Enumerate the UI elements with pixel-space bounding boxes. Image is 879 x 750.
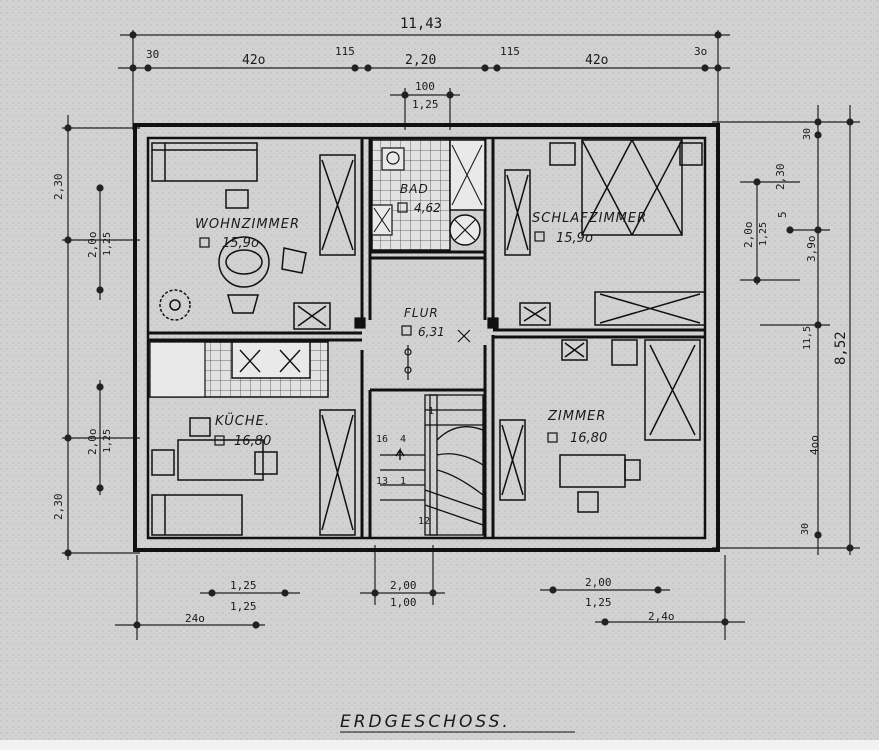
right-dimension-chain [712, 105, 860, 555]
room-area-bad: 4,62 [414, 201, 441, 215]
dim-bottom-mid-upper: 2,00 [390, 579, 417, 592]
room-name-bad: BAD [400, 182, 429, 196]
dim-bottom-left-lower: 1,25 [230, 600, 257, 613]
dim-left-5: 1,25 [102, 429, 113, 453]
overall-depth-label: 8,52 [833, 331, 849, 365]
dim-top-4: 2,20 [405, 53, 436, 68]
dim-right-4: 1,25 [758, 222, 769, 246]
dim-right-7: 11,5 [802, 326, 813, 350]
toilet [381, 147, 405, 171]
dim-top-3: 115 [335, 45, 355, 58]
dim-right-1: 30 [802, 128, 813, 140]
stair-step-c: 4 [400, 434, 406, 445]
stair-step-numbers: 1 16 4 13 1 12 [376, 406, 434, 527]
dim-right-5: 5 [776, 211, 789, 218]
room-name-schlafzimmer: SCHLAFZIMMER [532, 211, 647, 226]
kitchen-furniture [151, 409, 356, 536]
stair-step-b: 16 [376, 434, 388, 445]
dim-right-3: 2,0o [742, 222, 755, 249]
dimension-labels: 11,43 30 42o 115 2,20 115 42o 3o 100 1,2… [52, 16, 849, 625]
room-area-flur: 6,31 [418, 325, 445, 339]
room-name-zimmer: ZIMMER [547, 409, 606, 424]
room-name-kueche: KÜCHE. [215, 412, 270, 429]
dim-top-5: 115 [500, 45, 520, 58]
drawing-title: ERDGESCHOSS. [340, 712, 511, 732]
dim-top-2: 42o [242, 53, 265, 68]
staircase [380, 394, 484, 536]
zimmer-furniture [499, 339, 701, 513]
bottom-dimension-chain [115, 545, 745, 640]
dim-bottom-right-upper: 2,00 [585, 576, 612, 589]
door-dim-lower: 1,25 [412, 98, 439, 111]
dim-top-7: 3o [694, 45, 707, 58]
stair-step-f: 12 [418, 516, 430, 527]
dim-right-2: 2,30 [774, 164, 787, 191]
dim-bottom-right-span: 2,4o [648, 610, 675, 623]
stair-step-e: 1 [400, 476, 406, 487]
dim-top-6: 42o [585, 53, 608, 68]
dim-right-6: 3,9o [805, 236, 818, 263]
room-name-wohnzimmer: WOHNZIMMER [195, 217, 300, 232]
interior-walls [148, 138, 705, 538]
dim-bottom-right-lower: 1,25 [585, 596, 612, 609]
hall-details [354, 317, 499, 380]
overall-width-label: 11,43 [400, 16, 442, 32]
room-name-flur: FLUR [404, 306, 439, 320]
room-area-wohnzimmer: 15,9o [222, 236, 259, 251]
dim-top-1: 30 [146, 48, 159, 61]
dim-left-2: 2,0o [86, 232, 99, 259]
kitchen-sink [231, 341, 311, 379]
dim-bottom-left-upper: 1,25 [230, 579, 257, 592]
left-dimension-chain [62, 115, 140, 560]
dim-left-4: 2,0o [86, 429, 99, 456]
room-area-kueche: 16,80 [234, 434, 271, 449]
room-area-schlafzimmer: 15,9o [556, 231, 593, 246]
dim-right-9: 30 [800, 523, 811, 535]
dim-left-1: 2,30 [52, 174, 65, 201]
room-labels: WOHNZIMMER 15,9o BAD 4,62 SCHLAFZIMMER 1… [195, 182, 647, 449]
dim-bottom-left-span: 24o [185, 612, 205, 625]
dim-bottom-mid-lower: 1,00 [390, 596, 417, 609]
dim-left-3: 1,25 [102, 232, 113, 256]
door-dim-upper: 100 [415, 80, 435, 93]
bottom-strip [0, 740, 879, 750]
stair-step-d: 13 [376, 476, 388, 487]
bedroom-furniture [504, 139, 706, 326]
dim-left-6: 2,30 [52, 494, 65, 521]
stair-step-a: 1 [428, 406, 434, 417]
living-room-furniture [151, 142, 356, 330]
dim-right-8: 4oo [808, 435, 821, 455]
room-area-zimmer: 16,80 [570, 431, 607, 446]
